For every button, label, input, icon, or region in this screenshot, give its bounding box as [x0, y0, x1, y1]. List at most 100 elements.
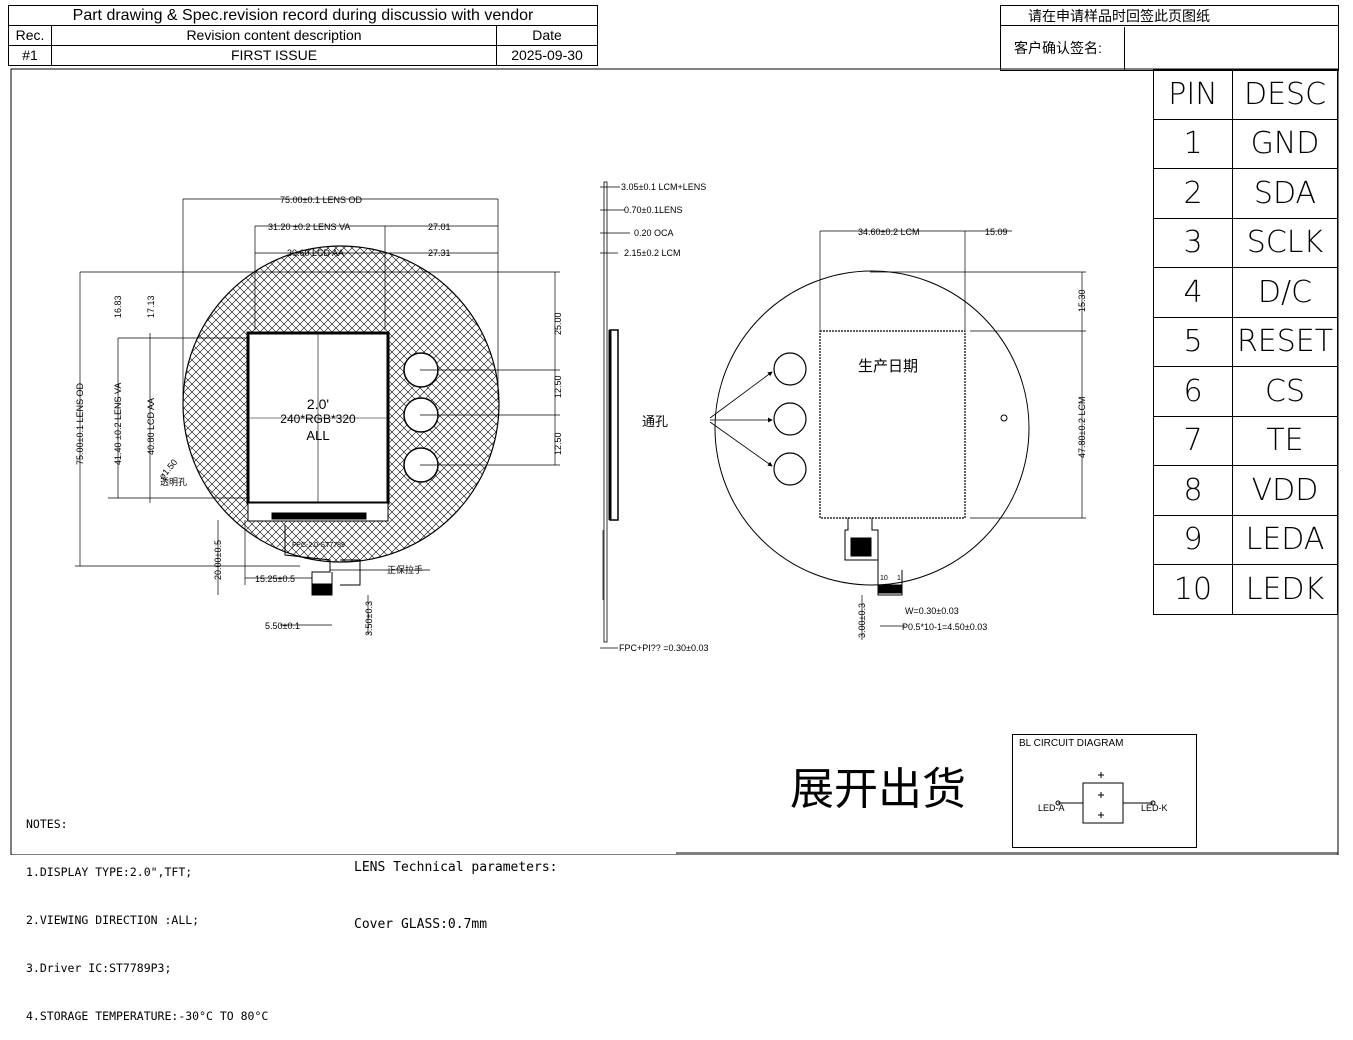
- lcm-width-label: 34.60±0.2 LCM: [858, 227, 919, 237]
- back-view: [709, 230, 1086, 640]
- dim-25-00: 25.00: [553, 312, 563, 335]
- fpc-code-label: FPC-2.0-ST7789: [292, 542, 345, 549]
- side-lcm-thickness: 2.15±0.2 LCM: [624, 248, 680, 258]
- tail-length-label: 3.00±0.3: [857, 603, 867, 638]
- rev-row-rec: #1: [8, 45, 52, 66]
- pin-desc: LEDK: [1232, 564, 1338, 615]
- side-view: [600, 181, 630, 649]
- pin-desc: SCLK: [1232, 217, 1338, 268]
- pin-number: 1: [1153, 118, 1233, 169]
- side-dim-texts: 3.05±0.1 LCM+LENS 0.70±0.1LENS 0.20 OCA …: [619, 182, 709, 653]
- pin-width-label: W=0.30±0.03: [905, 606, 959, 616]
- side-lens-thickness: 0.70±0.1LENS: [624, 205, 682, 215]
- pin-desc: SDA: [1232, 168, 1338, 219]
- sheet-border: [10, 68, 1339, 855]
- desc-header: DESC: [1232, 69, 1338, 120]
- sample-request-note: 请在申请样品时回签此页图纸: [1001, 6, 1338, 26]
- back-hole-1: [773, 352, 807, 386]
- display-size-text: 2.0': [307, 396, 329, 412]
- lcd-aa-right-label: 27.31: [428, 248, 451, 258]
- notes-line: 2.VIEWING DIRECTION :ALL;: [26, 913, 200, 927]
- pin-desc: D/C: [1232, 267, 1338, 318]
- left-va-label: 41.40 ±0.2 LENS VA: [113, 383, 123, 465]
- pin-number: 4: [1153, 267, 1233, 318]
- pin-number: 9: [1153, 514, 1233, 565]
- pin-desc: RESET: [1232, 316, 1338, 367]
- pin-number: 3: [1153, 217, 1233, 268]
- pin-desc: CS: [1232, 366, 1338, 417]
- revision-table: Part drawing & Spec.revision record duri…: [8, 5, 598, 66]
- pin-number: 6: [1153, 366, 1233, 417]
- pin-number: 10: [1153, 564, 1233, 615]
- lcd-aa-label: 30.60 LCD AA: [287, 248, 344, 258]
- led-k-label: LED-K: [1141, 803, 1168, 813]
- pin1-label: 1: [897, 575, 901, 582]
- dim-12-50-b: 12.50: [553, 432, 563, 455]
- fpc-5-50-label: 5.50±0.1: [265, 621, 300, 631]
- bl-circuit-diagram: BL CIRCUIT DIAGRAM LED-A LED-K: [1012, 734, 1197, 848]
- back-hole-2: [773, 402, 807, 436]
- pull-tab-label: 正保拉手: [387, 564, 423, 575]
- fpc-20-label: 20.00±0.5: [213, 540, 223, 580]
- fpc-3-50-label: 3.50±0.3: [364, 601, 374, 636]
- ship-label: 展开出货: [790, 764, 966, 815]
- notes-line: 1.DISPLAY TYPE:2.0",TFT;: [26, 865, 193, 879]
- back-lens-outline: [714, 270, 1030, 586]
- dim-16-83: 16.83: [113, 295, 123, 318]
- front-dim-texts: 75.00±0.1 LENS OD 31.20 ±0.2 LENS VA 27.…: [75, 195, 563, 636]
- left-od-label: 75.00±0.1 LENS OD: [75, 383, 85, 465]
- view-direction-text: ALL: [306, 428, 329, 443]
- rev-row-date: 2025-09-30: [496, 45, 598, 66]
- left-aa-label: 40.80 LCD AA: [146, 398, 156, 455]
- bl-circuit-title: BL CIRCUIT DIAGRAM: [1019, 738, 1124, 749]
- dim-17-13: 17.13: [146, 295, 156, 318]
- transparent-hole-label: 透明孔: [160, 477, 187, 487]
- lens-od-label: 75.00±0.1 LENS OD: [280, 195, 362, 205]
- notes-block: NOTES: 1.DISPLAY TYPE:2.0",TFT; 2.VIEWIN…: [26, 784, 268, 1040]
- rev-row-desc: FIRST ISSUE: [51, 45, 497, 66]
- pin-number: 8: [1153, 465, 1233, 516]
- lens-va-label: 31.20 ±0.2 LENS VA: [268, 222, 350, 232]
- customer-signature-label: 客户确认签名:: [1001, 27, 1125, 70]
- drawing-canvas: 75.00±0.1 LENS OD 31.20 ±0.2 LENS VA 27.…: [10, 68, 1339, 855]
- pin-desc: TE: [1232, 415, 1338, 466]
- pin10-label: 10: [880, 575, 888, 582]
- pin-desc: VDD: [1232, 465, 1338, 516]
- pin-number: 7: [1153, 415, 1233, 466]
- notes-line: 4.STORAGE TEMPERATURE:-30°C TO 80°C: [26, 1009, 269, 1023]
- pin-desc: LEDA: [1232, 514, 1338, 565]
- lcm-outline: [819, 330, 966, 519]
- lcm-15-30-label: 15.30: [1077, 289, 1087, 312]
- pin-number: 5: [1153, 316, 1233, 367]
- lens-params-block: LENS Technical parameters: Cover GLASS:0…: [354, 820, 558, 953]
- notes-line: 3.Driver IC:ST7789P3;: [26, 961, 172, 975]
- back-dim-texts: 34.60±0.2 LCM 15.09 15.30 47.80±0.2 LCM …: [642, 227, 1087, 638]
- lcm-height-label: 47.80±0.2 LCM: [1077, 397, 1087, 458]
- led-a-label: LED-A: [1038, 803, 1065, 813]
- production-date-label: 生产日期: [858, 358, 918, 375]
- pin-number: 2: [1153, 168, 1233, 219]
- front-view: [75, 198, 560, 635]
- lens-va-right-label: 27.01: [428, 222, 451, 232]
- resolution-text: 240*RGB*320: [280, 412, 356, 426]
- bl-circuit-schematic: [1055, 772, 1156, 824]
- back-hole-3: [773, 452, 807, 486]
- through-hole-label: 通孔: [642, 414, 668, 429]
- side-fpc-thickness: FPC+PI?? =0.30±0.03: [619, 643, 709, 653]
- lcd-center-texts: 2.0' 240*RGB*320 ALL: [280, 396, 356, 443]
- lens-params-title: LENS Technical parameters:: [354, 860, 558, 875]
- dim-12-50-a: 12.50: [553, 375, 563, 398]
- lcm-right-label: 15.09: [985, 227, 1008, 237]
- fpc-15-25-label: 15.25±0.5: [255, 574, 295, 584]
